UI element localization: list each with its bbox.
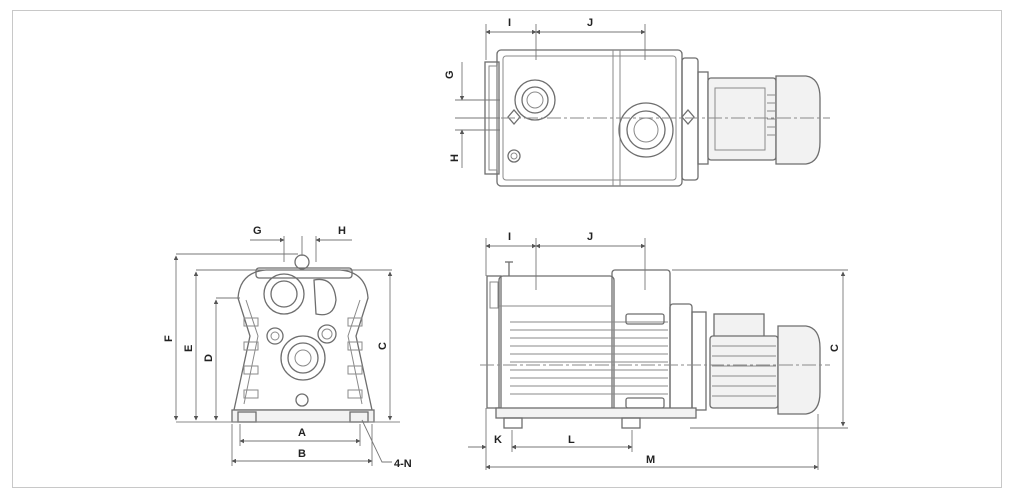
dim-b-front: B: [298, 448, 306, 460]
dim-j-top: J: [587, 17, 593, 29]
dim-h-top: H: [449, 154, 461, 162]
dim-i-top: I: [508, 17, 511, 29]
dim-e-front: E: [183, 345, 195, 352]
dim-l-side: L: [568, 434, 575, 446]
top-view: I J G H: [444, 17, 830, 187]
dim-m-side: M: [646, 454, 655, 466]
side-view: I J C K L M: [468, 231, 848, 470]
dim-h-front: H: [338, 225, 346, 237]
dim-g-top: G: [444, 70, 456, 79]
dim-i-side: I: [508, 231, 511, 243]
dim-j-side: J: [587, 231, 593, 243]
dim-f-front: F: [163, 335, 175, 342]
dim-d-front: D: [203, 354, 215, 362]
dim-a-front: A: [298, 427, 306, 439]
dim-c-front: C: [377, 342, 389, 350]
front-view: G H F E D C A B 4-N: [163, 225, 412, 470]
dim-k-side: K: [494, 434, 502, 446]
dim-4n-front: 4-N: [394, 458, 412, 470]
dim-c-side: C: [829, 344, 841, 352]
dim-g-front: G: [253, 225, 262, 237]
